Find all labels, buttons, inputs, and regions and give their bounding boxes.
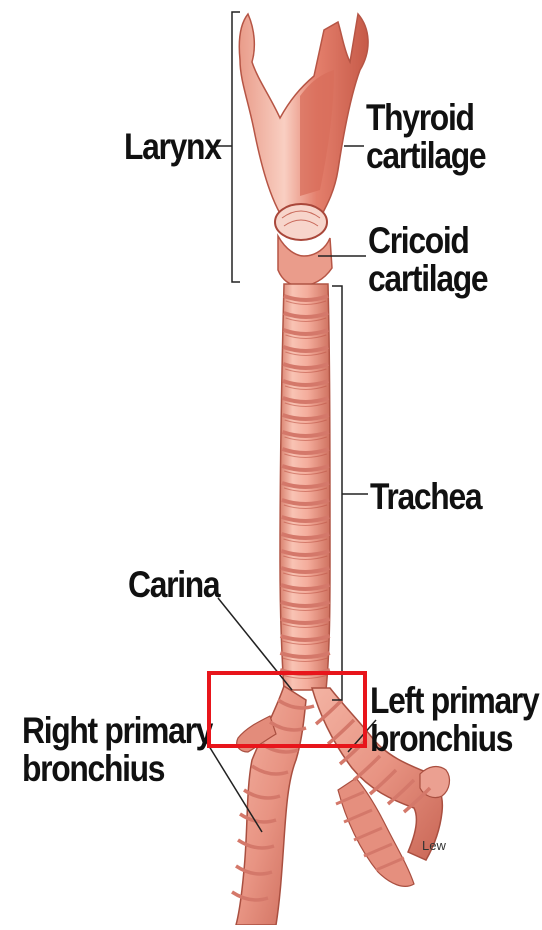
label-right-primary-bronchius: Right primary bronchius (22, 712, 212, 788)
label-cricoid-line2: cartilage (368, 260, 487, 298)
larynx-shape (239, 14, 368, 286)
label-larynx-text: Larynx (124, 128, 221, 166)
label-thyroid-line1: Thyroid (366, 99, 485, 137)
carina-highlight-box (207, 671, 367, 748)
label-carina: Carina (128, 566, 219, 604)
label-larynx: Larynx (124, 128, 221, 166)
label-left-primary-bronchius: Left primary bronchius (370, 682, 538, 758)
artist-signature: Lew (422, 838, 446, 853)
label-right-bronchus-line1: Right primary (22, 712, 212, 750)
label-trachea: Trachea (370, 478, 481, 516)
label-thyroid-cartilage: Thyroid cartilage (366, 99, 485, 175)
cricoid-opening (275, 204, 327, 240)
cricoid-cartilage-shape (278, 236, 332, 286)
label-carina-text: Carina (128, 566, 219, 604)
label-right-bronchus-line2: bronchius (22, 750, 212, 788)
label-left-bronchus-line1: Left primary (370, 682, 538, 720)
trachea-bracket (332, 286, 342, 700)
label-cricoid-cartilage: Cricoid cartilage (368, 222, 487, 298)
label-thyroid-line2: cartilage (366, 137, 485, 175)
label-cricoid-line1: Cricoid (368, 222, 487, 260)
trachea-shape (280, 284, 330, 690)
label-trachea-text: Trachea (370, 478, 481, 516)
label-left-bronchus-line2: bronchius (370, 720, 538, 758)
